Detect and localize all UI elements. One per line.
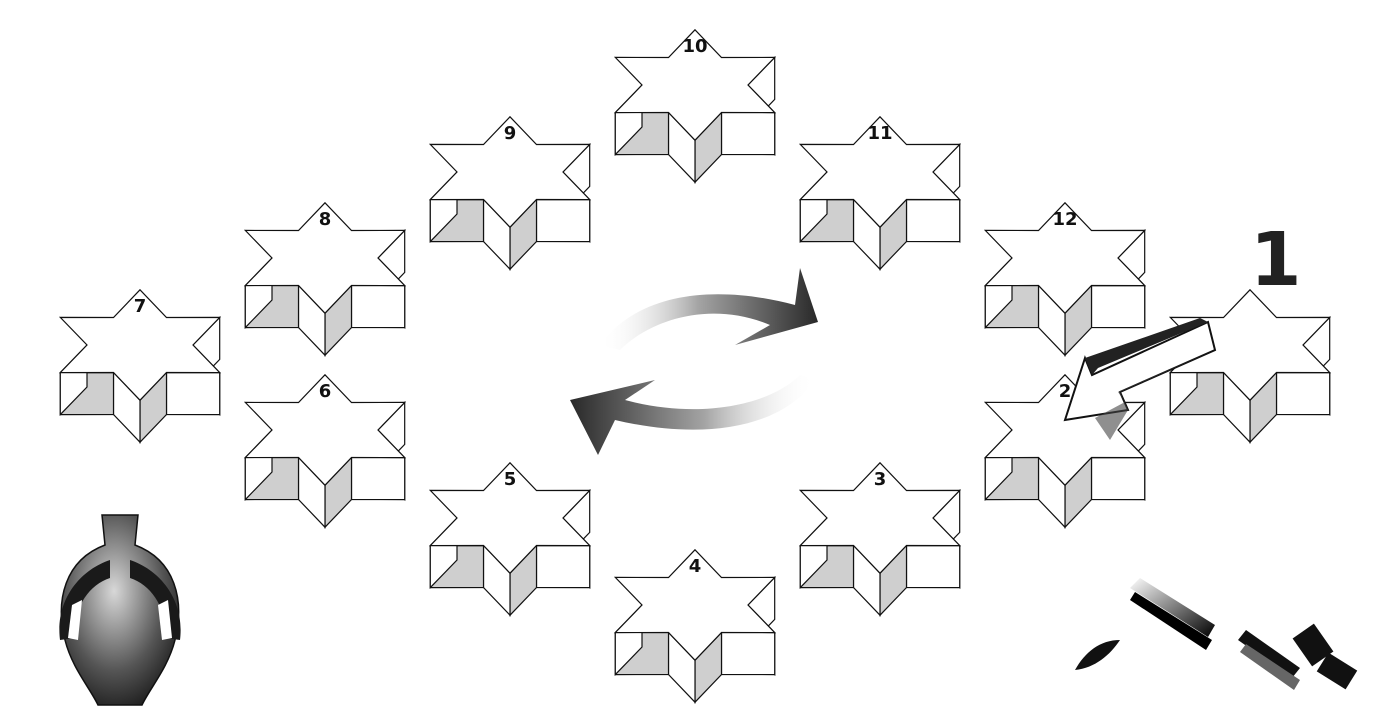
tile-side	[1275, 371, 1331, 416]
tile-top[interactable]	[428, 461, 592, 575]
tile-4[interactable]: 4	[613, 548, 777, 704]
tile-top[interactable]	[798, 115, 962, 229]
tile-top[interactable]	[983, 201, 1147, 315]
start-arrow-icon[interactable]	[1063, 318, 1217, 440]
tile-6[interactable]: 6	[243, 373, 407, 529]
tile-9[interactable]: 9	[428, 115, 592, 271]
sword-icon	[1075, 578, 1358, 690]
tile-side	[350, 284, 406, 329]
tile-top[interactable]	[428, 115, 592, 229]
tile-side	[535, 544, 591, 589]
tile-number: 4	[689, 556, 702, 577]
tile-3[interactable]: 3	[798, 461, 962, 617]
tile-top[interactable]	[613, 28, 777, 142]
tile-10[interactable]: 10	[613, 28, 777, 184]
tile-top[interactable]	[58, 288, 222, 402]
tile-7[interactable]: 7	[58, 288, 222, 444]
tile-number: 6	[319, 381, 332, 402]
tile-1[interactable]: 1	[1168, 217, 1332, 444]
tile-top[interactable]	[798, 461, 962, 575]
tile-side	[1090, 456, 1146, 501]
tile-number: 12	[1052, 209, 1077, 230]
tile-top[interactable]	[1168, 288, 1332, 402]
decorations	[59, 268, 1358, 706]
tile-number: 10	[682, 36, 707, 57]
tile-number: 8	[319, 209, 332, 230]
tile-2[interactable]: 2	[983, 373, 1147, 529]
tile-side	[535, 198, 591, 243]
tile-side	[905, 198, 961, 243]
tile-5[interactable]: 5	[428, 461, 592, 617]
tile-side	[350, 456, 406, 501]
tile-top[interactable]	[983, 373, 1147, 487]
tile-number: 7	[134, 296, 147, 317]
tile-11[interactable]: 11	[798, 115, 962, 271]
tiles-layer: 10 9 11 8 12 7 1 6 2 5 3 4	[58, 28, 1332, 704]
tile-top[interactable]	[613, 548, 777, 662]
tile-side	[165, 371, 221, 416]
tile-number: 2	[1059, 381, 1072, 402]
tile-number: 1	[1250, 217, 1302, 303]
tile-number: 5	[504, 469, 517, 490]
tile-number: 9	[504, 123, 517, 144]
tile-number: 11	[867, 123, 892, 144]
tile-8[interactable]: 8	[243, 201, 407, 357]
tile-number: 3	[874, 469, 887, 490]
tile-12[interactable]: 12	[983, 201, 1147, 357]
tile-top[interactable]	[243, 373, 407, 487]
rotate-arrows-icon	[570, 268, 818, 455]
tile-side	[1090, 284, 1146, 329]
tile-side	[720, 631, 776, 676]
tile-side	[720, 111, 776, 156]
tile-top[interactable]	[243, 201, 407, 315]
tile-side	[905, 544, 961, 589]
amphora-icon	[59, 514, 181, 706]
